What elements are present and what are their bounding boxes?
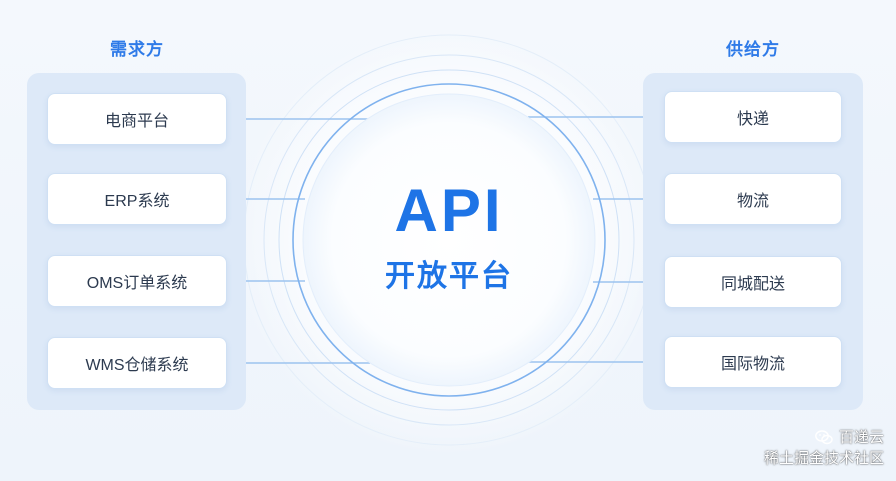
wechat-icon (815, 430, 833, 445)
hub-ring-1 (292, 83, 606, 397)
hub-ring-3 (263, 54, 635, 426)
watermark-community: 稀土掘金技术社区 (763, 450, 884, 467)
demand-node: 电商平台 (47, 93, 227, 145)
hub-title: API (394, 177, 504, 244)
demand-node: OMS订单系统 (47, 255, 227, 307)
watermark-brand: 百递云 (838, 429, 884, 446)
hub-circle (302, 93, 596, 387)
hub-subtitle: 开放平台 (385, 260, 513, 293)
watermark: 百递云 稀土掘金技术社区 (764, 427, 884, 469)
supply-title: 供给方 (726, 40, 780, 59)
supply-node: 快递 (664, 91, 842, 143)
supply-node: 物流 (664, 173, 842, 225)
supply-node: 同城配送 (664, 256, 842, 308)
hub-ring-2 (278, 69, 620, 411)
demand-node: WMS仓储系统 (47, 337, 227, 389)
demand-title: 需求方 (110, 40, 164, 59)
demand-node: ERP系统 (47, 173, 227, 225)
watermark-brand-row: 百递云 (764, 427, 884, 448)
supply-node: 国际物流 (664, 336, 842, 388)
